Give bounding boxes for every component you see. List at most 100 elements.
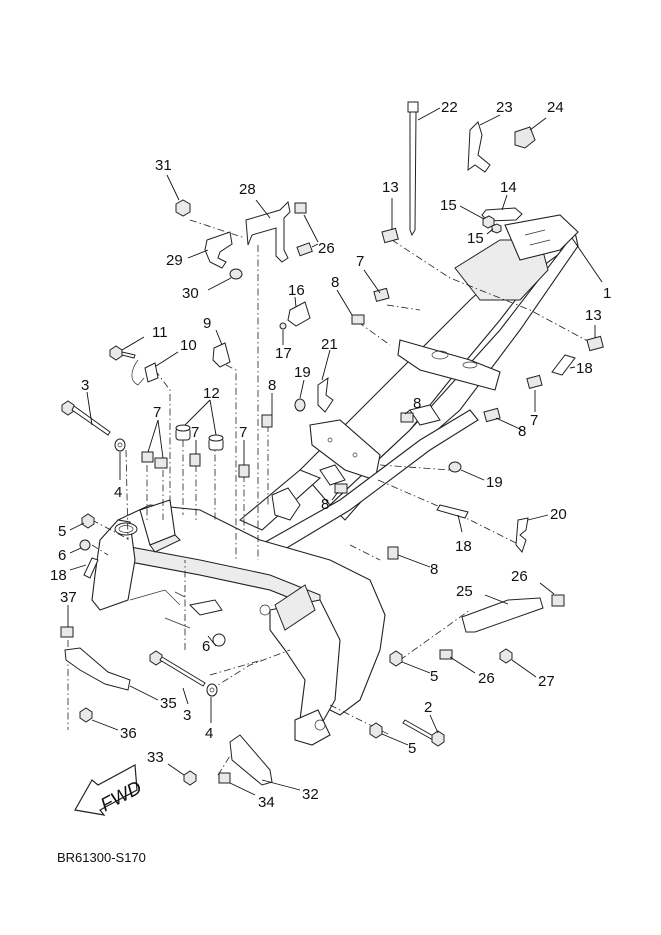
bracket-28-part [245,200,291,263]
nut-15b-part [491,223,502,234]
clip-23-part [467,121,491,173]
parts [60,101,604,786]
nut-7e-part [189,453,201,467]
assembly-lines [67,219,596,776]
callout-18[interactable]: 18 [455,538,472,555]
nut-7d-part [154,457,168,469]
leader-5c [381,733,409,746]
callout-14[interactable]: 14 [500,179,517,196]
callout-26[interactable]: 26 [478,670,495,687]
callout-3[interactable]: 3 [81,377,89,394]
nut-19b-part [448,461,462,473]
callout-21[interactable]: 21 [321,336,338,353]
callout-22[interactable]: 22 [441,99,458,116]
callout-8[interactable]: 8 [321,496,329,513]
callout-4[interactable]: 4 [114,484,122,501]
collar-12a-part [175,424,191,441]
leader-14 [501,194,508,211]
callout-12[interactable]: 12 [203,385,220,402]
nut-13b-part [586,335,604,352]
clip-24-part [514,126,536,149]
callout-8[interactable]: 8 [268,377,276,394]
callout-26[interactable]: 26 [511,568,528,585]
leader-8f [397,554,431,568]
washer-4b-part [206,683,218,697]
callout-8[interactable]: 8 [413,395,421,412]
callout-29[interactable]: 29 [166,252,183,269]
callout-27[interactable]: 27 [538,673,555,690]
callout-33[interactable]: 33 [147,749,164,766]
leader-8e [331,491,339,501]
callout-13[interactable]: 13 [585,307,602,324]
callout-16[interactable]: 16 [288,282,305,299]
leader-34 [229,782,256,796]
callout-15[interactable]: 15 [440,197,457,214]
leader-11 [121,336,145,351]
callout-18[interactable]: 18 [50,567,67,584]
callout-25[interactable]: 25 [456,583,473,600]
callout-7[interactable]: 7 [153,404,161,421]
callout-35[interactable]: 35 [160,695,177,712]
callout-7[interactable]: 7 [239,424,247,441]
callout-28[interactable]: 28 [239,181,256,198]
leader-25 [484,594,509,605]
callout-5[interactable]: 5 [58,523,66,540]
callout-5[interactable]: 5 [408,740,416,757]
nut-13a-part [381,227,399,244]
callout-2[interactable]: 2 [424,699,432,716]
callout-36[interactable]: 36 [120,725,137,742]
callout-6[interactable]: 6 [202,638,210,655]
callout-13[interactable]: 13 [382,179,399,196]
leader-18a [569,366,576,369]
callout-32[interactable]: 32 [302,786,319,803]
bolt-27-part [499,648,513,664]
leader-23 [479,114,501,126]
stay-16-part [287,301,311,327]
callout-5[interactable]: 5 [430,668,438,685]
leader-7c2 [157,419,164,459]
nut-5c-part [369,722,383,739]
callout-20[interactable]: 20 [550,506,567,523]
callout-31[interactable]: 31 [155,157,172,174]
clamp-20-part [515,517,529,553]
nut-8c-part [400,412,414,423]
callout-26[interactable]: 26 [318,240,335,257]
callout-7[interactable]: 7 [356,253,364,270]
callout-3[interactable]: 3 [183,707,191,724]
callout-11[interactable]: 11 [152,324,168,341]
bolt-11-part [109,345,145,386]
callout-37[interactable]: 37 [60,589,77,606]
leader-8a [336,289,353,316]
callout-4[interactable]: 4 [205,725,213,742]
leader-26c [539,582,555,595]
bolt-3b-part [149,650,206,687]
callout-7[interactable]: 7 [191,424,199,441]
nut-7a-part [373,287,390,302]
leader-18c [69,564,87,571]
leader-18b [457,514,463,533]
callout-19[interactable]: 19 [294,364,311,381]
bolt-3a-part [61,400,111,436]
cover-32-part [229,734,273,786]
leader-28 [255,199,271,219]
callout-7[interactable]: 7 [530,412,538,429]
callout-30[interactable]: 30 [182,285,199,302]
callout-6[interactable]: 6 [58,547,66,564]
callout-8[interactable]: 8 [430,561,438,578]
callout-10[interactable]: 10 [180,337,197,354]
clamp-21-part [317,376,334,413]
callout-17[interactable]: 17 [275,345,292,362]
callout-34[interactable]: 34 [258,794,275,811]
callout-18[interactable]: 18 [576,360,593,377]
callout-9[interactable]: 9 [203,315,211,332]
callout-23[interactable]: 23 [496,99,513,116]
callout-19[interactable]: 19 [486,474,503,491]
leader-12a [184,399,211,426]
callout-15[interactable]: 15 [467,230,484,247]
callout-8[interactable]: 8 [331,274,339,291]
callout-8[interactable]: 8 [518,423,526,440]
callout-24[interactable]: 24 [547,99,564,116]
leader-21 [321,349,331,381]
callout-1[interactable]: 1 [603,285,611,302]
frame-assembly[interactable] [91,214,579,746]
